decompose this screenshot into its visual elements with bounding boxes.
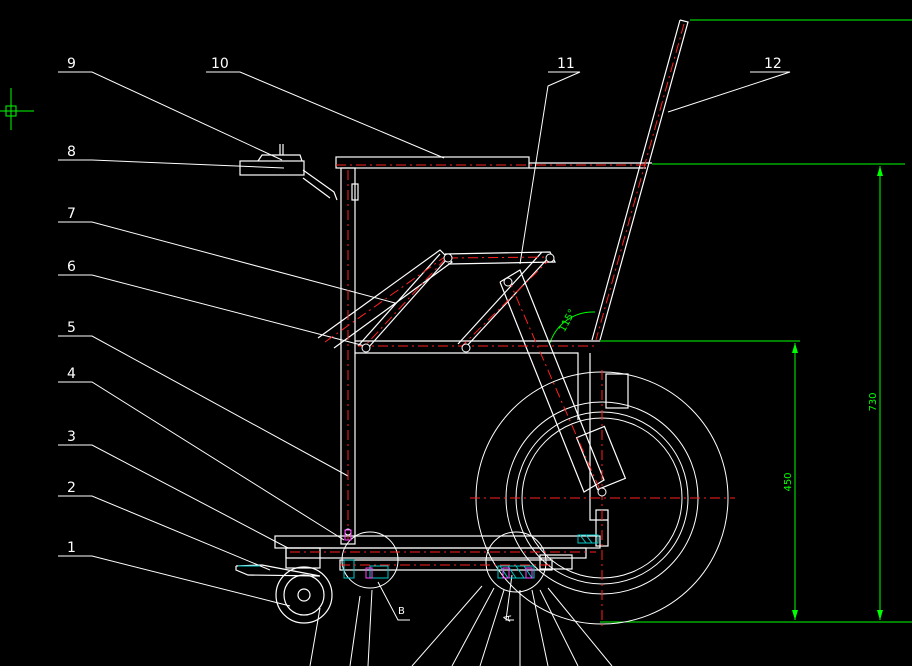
part-label-10: 10: [211, 56, 229, 72]
part-label-5: 5: [67, 320, 76, 336]
part-label-12: 12: [764, 56, 782, 72]
lift-cylinder: [575, 425, 627, 491]
pivot-pins: [344, 253, 607, 536]
part-label-8: 8: [67, 144, 76, 160]
section-label-a: A: [502, 614, 514, 623]
dimension-450: 450: [783, 472, 794, 491]
section-circles: [341, 531, 547, 593]
left-post: [340, 167, 356, 545]
part-label-1: 1: [67, 540, 76, 556]
part-label-7: 7: [67, 206, 76, 222]
dimension-arrows: [792, 166, 883, 620]
dimension-730: 730: [868, 392, 879, 411]
dimension-lines: [549, 19, 912, 623]
center-lines: [290, 23, 735, 630]
magenta-fasteners: [344, 529, 533, 579]
ucs-crosshair-icon: [0, 88, 34, 130]
top-tray: [335, 156, 530, 169]
section-label-b: B: [398, 606, 405, 617]
dimension-angle-115: 115°: [557, 308, 578, 334]
leader-lines: [58, 71, 791, 666]
part-labels: 1 2 3 4 5 6 7 8 9 10 11 12: [67, 56, 782, 556]
part-label-6: 6: [67, 259, 76, 275]
cart-frame: [235, 19, 689, 577]
front-caster: [275, 547, 333, 624]
base-platform: [274, 535, 601, 549]
part-label-9: 9: [67, 56, 76, 72]
part-label-11: 11: [557, 56, 575, 72]
part-label-4: 4: [67, 366, 76, 382]
handle-block: [239, 160, 305, 176]
part-label-3: 3: [67, 429, 76, 445]
part-label-2: 2: [67, 480, 76, 496]
